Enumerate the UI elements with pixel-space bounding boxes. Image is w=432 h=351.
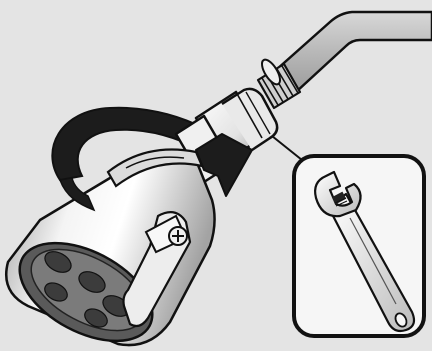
- shower-head-icon: [4, 150, 215, 351]
- shower-arm-pipe-icon: [276, 12, 432, 92]
- wrench-inset-panel: [294, 156, 424, 336]
